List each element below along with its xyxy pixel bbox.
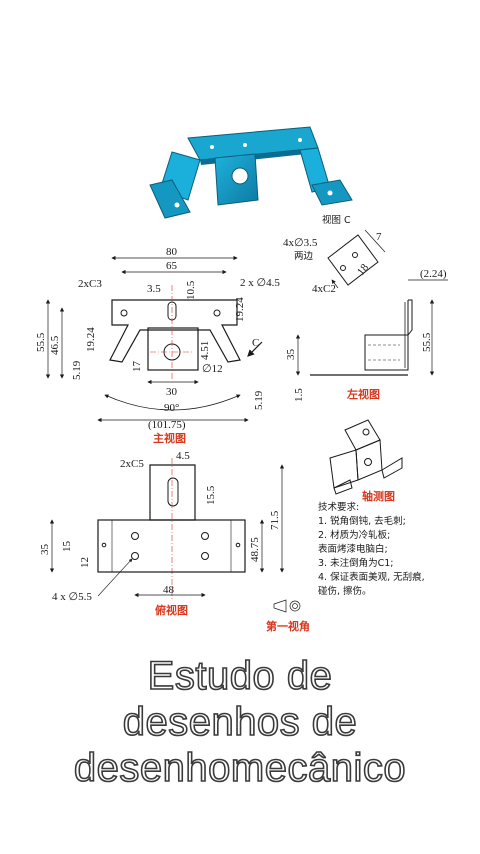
main-view: 80 65 2xC3 3.5 10.5 2 x ∅4.5 55.5 46.5 1… xyxy=(35,246,280,445)
svg-text:碰伤, 擦伤。: 碰伤, 擦伤。 xyxy=(318,585,372,597)
main-view-label: 主视图 xyxy=(153,431,186,445)
iso-view-label: 轴测图 xyxy=(362,489,395,503)
svg-text:48: 48 xyxy=(163,584,175,596)
svg-text:35: 35 xyxy=(39,544,51,556)
iso-view: 轴测图 xyxy=(329,419,403,503)
svg-text:15.5: 15.5 xyxy=(205,485,217,505)
left-view: (2.24) 35 1.5 55.5 左视图 xyxy=(285,268,448,402)
view-c-label: 视图 C xyxy=(322,214,351,226)
svg-text:2xC5: 2xC5 xyxy=(120,458,144,470)
svg-text:65: 65 xyxy=(166,260,178,272)
svg-text:4. 保证表面美观, 无刮痕,: 4. 保证表面美观, 无刮痕, xyxy=(318,571,425,583)
top-view-label: 俯视图 xyxy=(155,603,188,617)
svg-text:55.5: 55.5 xyxy=(421,332,433,352)
svg-text:35: 35 xyxy=(285,349,297,361)
svg-text:4.5: 4.5 xyxy=(176,450,190,462)
svg-text:2. 材质为冷轧板;: 2. 材质为冷轧板; xyxy=(318,529,390,541)
first-angle-label: 第一视角 xyxy=(266,619,310,633)
svg-text:7: 7 xyxy=(376,231,382,243)
svg-text:(2.24): (2.24) xyxy=(420,268,447,280)
svg-text:1. 锐角倒钝, 去毛刺;: 1. 锐角倒钝, 去毛刺; xyxy=(318,515,406,527)
svg-text:46.5: 46.5 xyxy=(49,335,61,355)
caption-line-3: desenhomecânico xyxy=(73,746,407,790)
left-view-label: 左视图 xyxy=(346,387,380,401)
svg-text:90°: 90° xyxy=(164,402,179,414)
svg-text:30: 30 xyxy=(166,386,178,398)
view-c: 视图 C 4x∅3.5 两边 7 18 4xC2 xyxy=(283,214,386,295)
svg-text:2xC3: 2xC3 xyxy=(78,278,102,290)
tech-title: 技术要求: xyxy=(318,501,359,513)
svg-text:1.5: 1.5 xyxy=(293,388,305,402)
svg-text:80: 80 xyxy=(166,246,178,258)
svg-text:48.75: 48.75 xyxy=(249,537,261,562)
top-view: 2xC5 4.5 15.5 35 15 12 48.75 71.5 48 4 x… xyxy=(39,450,285,617)
svg-text:15: 15 xyxy=(61,541,73,553)
svg-text:18: 18 xyxy=(355,261,372,277)
svg-text:19.24: 19.24 xyxy=(85,327,97,352)
svg-text:∅12: ∅12 xyxy=(202,363,223,375)
svg-text:4x∅3.5: 4x∅3.5 xyxy=(283,237,318,249)
svg-text:4xC2: 4xC2 xyxy=(312,283,336,295)
svg-text:(101.75): (101.75) xyxy=(148,419,186,431)
svg-text:5.19: 5.19 xyxy=(71,360,83,380)
svg-text:55.5: 55.5 xyxy=(35,332,47,352)
caption-line-2: desenhos de xyxy=(122,700,358,744)
svg-text:71.5: 71.5 xyxy=(269,510,281,530)
svg-text:3. 未注倒角为C1;: 3. 未注倒角为C1; xyxy=(318,557,393,569)
svg-text:5.19: 5.19 xyxy=(253,390,265,410)
first-angle-symbol: 第一视角 xyxy=(266,599,310,633)
svg-text:4 x ∅5.5: 4 x ∅5.5 xyxy=(52,591,92,603)
svg-text:两边: 两边 xyxy=(294,251,314,262)
svg-text:19.24: 19.24 xyxy=(234,297,246,322)
caption-line-1: Estudo de xyxy=(147,654,333,698)
svg-text:10.5: 10.5 xyxy=(185,280,197,300)
svg-text:4.51: 4.51 xyxy=(199,341,211,360)
svg-text:17: 17 xyxy=(131,361,143,373)
svg-text:3.5: 3.5 xyxy=(147,283,161,295)
tech-requirements: 技术要求: 1. 锐角倒钝, 去毛刺; 2. 材质为冷轧板; 表面烤漆电脑白; … xyxy=(318,501,425,597)
3d-model xyxy=(149,126,353,219)
svg-text:C: C xyxy=(252,337,259,349)
svg-text:2 x ∅4.5: 2 x ∅4.5 xyxy=(240,277,280,289)
svg-text:12: 12 xyxy=(79,557,91,568)
svg-text:表面烤漆电脑白;: 表面烤漆电脑白; xyxy=(318,543,388,555)
